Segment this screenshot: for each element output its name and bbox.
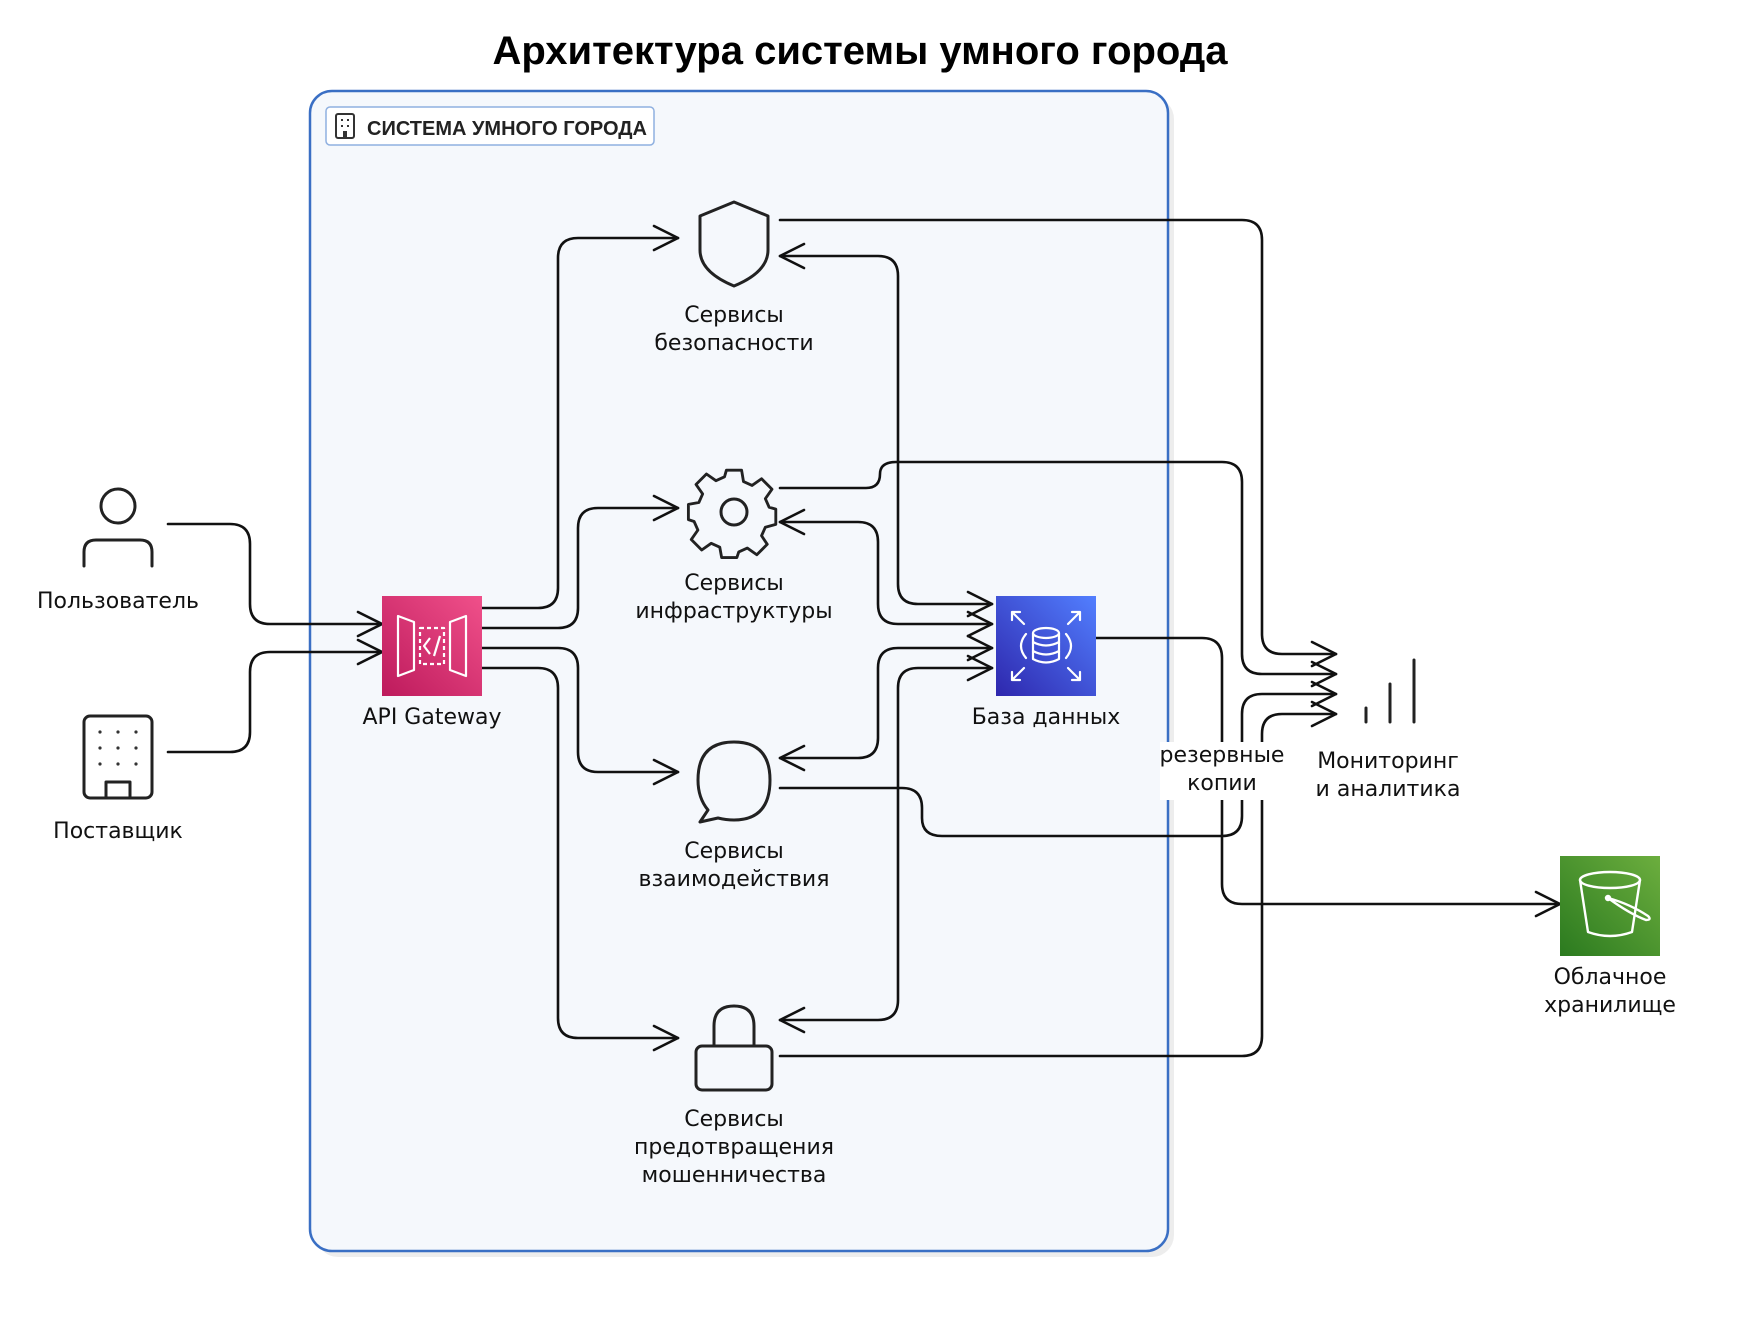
node-fraud-label-line-3: мошенничества — [642, 1163, 827, 1188]
arrowhead — [778, 1006, 806, 1034]
arrowhead — [966, 590, 994, 618]
node-storage-label-line-2: хранилище — [1544, 993, 1676, 1018]
edge-security-to-monitoring — [778, 218, 1338, 656]
backup-label-background — [1160, 742, 1280, 800]
node-monitoring-label-line-1: Мониторинг — [1317, 749, 1459, 774]
node-infrastructure-label-line-2: инфраструктуры — [635, 599, 832, 624]
shield-icon — [698, 200, 770, 288]
node-security-label-line-1: Сервисы — [684, 303, 784, 328]
smart-city-group: СИСТЕМА УМНОГО ГОРОДА — [308, 89, 1174, 1257]
arrowhead — [652, 1024, 680, 1052]
node-cloud-storage[interactable]: Облачное хранилище — [1544, 856, 1676, 1018]
office-building-icon — [82, 714, 154, 800]
backup-label-line-1: резервные — [1160, 743, 1285, 768]
arrowhead — [778, 242, 806, 270]
bar-chart-icon — [1364, 658, 1416, 724]
edge-database-security — [778, 254, 994, 606]
arrowhead — [966, 634, 994, 662]
node-fraud-label-line-1: Сервисы — [684, 1107, 784, 1132]
node-fraud-prevention-services[interactable]: Сервисы предотвращения мошенничества — [634, 1004, 834, 1188]
node-user[interactable]: Пользователь — [37, 487, 199, 614]
edge-database-interaction — [778, 646, 994, 760]
node-security-label-line-2: безопасности — [654, 331, 813, 356]
node-supplier[interactable]: Поставщик — [53, 714, 183, 844]
edge-interaction-to-monitoring — [778, 692, 1338, 838]
edge-database-infrastructure — [778, 520, 994, 626]
node-api-gateway-label: API Gateway — [363, 705, 502, 730]
node-monitoring-label-line-2: и аналитика — [1316, 777, 1461, 802]
group-label-box — [325, 106, 655, 146]
arrowhead — [652, 758, 680, 786]
user-icon — [82, 487, 154, 568]
node-storage-label-line-1: Облачное — [1554, 965, 1667, 990]
group-container — [308, 89, 1170, 1253]
diagram-title: Архитектура системы умного города — [493, 29, 1229, 73]
arrowhead — [1310, 700, 1338, 728]
arrowhead — [1310, 680, 1338, 708]
node-interaction-services[interactable]: Сервисы взаимодействия — [639, 740, 830, 892]
arrowhead — [652, 494, 680, 522]
database-icon — [1010, 610, 1082, 682]
backup-edge-label: резервные копии — [1160, 742, 1285, 800]
arrowhead — [966, 654, 994, 682]
bucket-icon — [1578, 870, 1651, 938]
arrowhead — [1310, 660, 1338, 688]
gear-icon — [686, 468, 778, 560]
node-api-gateway[interactable]: API Gateway — [363, 596, 502, 730]
node-infrastructure-label-line-1: Сервисы — [684, 571, 784, 596]
arrowhead — [652, 224, 680, 252]
node-interaction-label-line-2: взаимодействия — [639, 867, 830, 892]
group-label: СИСТЕМА УМНОГО ГОРОДА — [367, 118, 647, 140]
edge-infrastructure-to-monitoring — [778, 460, 1338, 676]
node-monitoring-analytics[interactable]: Мониторинг и аналитика — [1316, 658, 1461, 802]
node-supplier-label: Поставщик — [53, 819, 183, 844]
edge-user-to-api — [166, 522, 384, 626]
edge-fraud-to-monitoring — [778, 712, 1338, 1058]
building-icon — [335, 113, 355, 139]
edge-supplier-to-api — [166, 650, 384, 754]
edge-api-to-interaction — [478, 646, 680, 774]
chat-bubble-icon — [696, 740, 772, 824]
node-user-label: Пользователь — [37, 589, 199, 614]
arrowhead — [778, 508, 806, 536]
arrowhead — [966, 610, 994, 638]
node-fraud-label-line-2: предотвращения — [634, 1135, 834, 1160]
node-security-services[interactable]: Сервисы безопасности — [654, 200, 814, 356]
api-gateway-icon — [396, 614, 468, 678]
backup-label-line-2: копии — [1187, 771, 1257, 796]
lock-icon — [694, 1004, 774, 1092]
edge-api-to-infrastructure — [478, 506, 680, 630]
arrowhead — [778, 744, 806, 772]
edge-database-fraud — [778, 666, 994, 1022]
node-database-label: База данных — [972, 705, 1121, 730]
node-database[interactable]: База данных — [972, 596, 1121, 730]
edge-api-to-security — [478, 236, 680, 610]
edge-api-to-fraud — [478, 666, 680, 1040]
node-infrastructure-services[interactable]: Сервисы инфраструктуры — [635, 468, 833, 624]
arrowhead — [1310, 640, 1338, 668]
node-interaction-label-line-1: Сервисы — [684, 839, 784, 864]
